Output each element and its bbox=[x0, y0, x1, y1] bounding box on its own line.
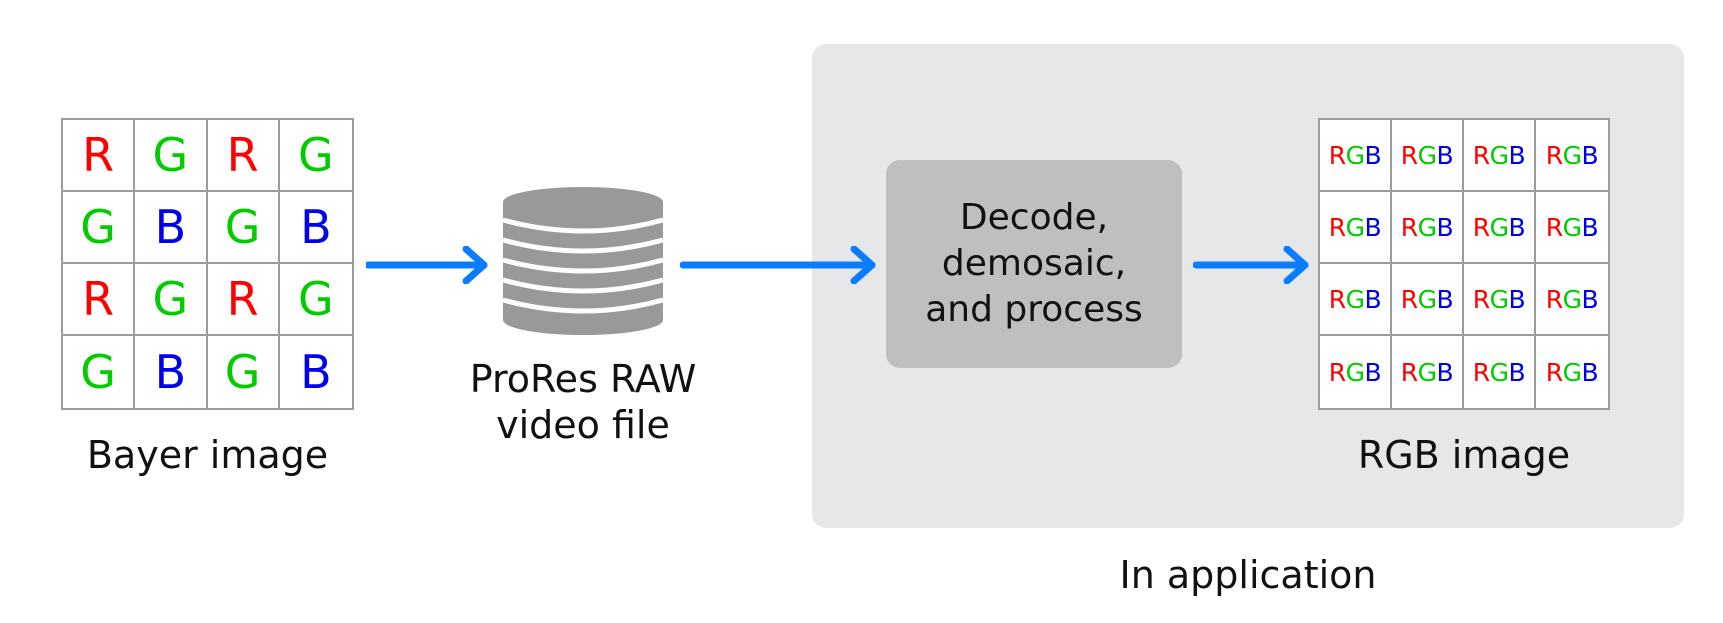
rgb-cell: RGB bbox=[1320, 264, 1392, 336]
bayer-cell: R bbox=[63, 120, 136, 192]
rgb-cell: RGB bbox=[1464, 264, 1536, 336]
bayer-cell: G bbox=[63, 192, 136, 264]
bayer-image-caption: Bayer image bbox=[86, 433, 329, 477]
in-application-label: In application bbox=[1119, 553, 1377, 597]
rgb-cell-text: RGB bbox=[1545, 357, 1599, 387]
rgb-cell-text: RGB bbox=[1545, 284, 1599, 314]
rgb-cell-text: RGB bbox=[1472, 357, 1526, 387]
rgb-cell-text: RGB bbox=[1472, 140, 1526, 170]
rgb-cell-text: RGB bbox=[1472, 212, 1526, 242]
rgb-cell-text: RGB bbox=[1545, 140, 1599, 170]
rgb-cell-text: RGB bbox=[1400, 212, 1454, 242]
rgb-cell: RGB bbox=[1320, 336, 1392, 408]
prores-file-caption-line2: video file bbox=[496, 403, 670, 447]
rgb-image-caption: RGB image bbox=[1357, 433, 1571, 477]
rgb-cell-text: RGB bbox=[1328, 212, 1382, 242]
bayer-cell: G bbox=[279, 264, 352, 336]
arrow-right-icon bbox=[366, 246, 488, 284]
bayer-cell: B bbox=[279, 192, 352, 264]
rgb-cell: RGB bbox=[1392, 120, 1464, 192]
bayer-cell: G bbox=[135, 120, 208, 192]
bayer-cell: B bbox=[135, 192, 208, 264]
rgb-cell: RGB bbox=[1464, 120, 1536, 192]
rgb-cell-text: RGB bbox=[1400, 357, 1454, 387]
bayer-cell: R bbox=[207, 264, 280, 336]
bayer-cell: G bbox=[63, 336, 136, 408]
rgb-cell: RGB bbox=[1536, 264, 1608, 336]
bayer-image-grid: R G R G G B G B R G R G G B G B bbox=[61, 118, 354, 410]
rgb-cell-text: RGB bbox=[1400, 140, 1454, 170]
bayer-cell: G bbox=[135, 264, 208, 336]
rgb-cell-text: RGB bbox=[1400, 284, 1454, 314]
arrow-right-icon bbox=[680, 246, 876, 284]
bayer-cell: G bbox=[208, 336, 280, 408]
process-line1: Decode, bbox=[959, 197, 1109, 238]
arrow-right-icon bbox=[1193, 246, 1309, 284]
prores-file-caption-line1: ProRes RAW bbox=[469, 357, 697, 401]
bayer-cell: G bbox=[207, 192, 280, 264]
rgb-cell: RGB bbox=[1536, 120, 1608, 192]
process-line3: and process bbox=[925, 289, 1143, 330]
rgb-cell-text: RGB bbox=[1472, 284, 1526, 314]
bayer-cell: B bbox=[300, 345, 332, 399]
rgb-cell-text: RGB bbox=[1328, 357, 1382, 387]
rgb-cell-text: RGB bbox=[1328, 284, 1382, 314]
rgb-cell-text: RGB bbox=[1545, 212, 1599, 242]
rgb-cell: RGB bbox=[1392, 336, 1464, 408]
rgb-cell: RGB bbox=[1392, 264, 1464, 336]
prores-file-caption: ProRes RAW video file bbox=[452, 356, 714, 448]
process-line2: demosaic, bbox=[941, 243, 1127, 284]
decode-process-box: Decode, demosaic, and process bbox=[886, 160, 1182, 368]
bayer-cell: G bbox=[279, 120, 352, 192]
rgb-cell: RGB bbox=[1464, 336, 1536, 408]
rgb-cell-text: RGB bbox=[1328, 140, 1382, 170]
bayer-cell: B bbox=[135, 336, 208, 408]
bayer-cell: R bbox=[207, 120, 280, 192]
rgb-cell: RGB bbox=[1320, 192, 1392, 264]
bayer-cell: R bbox=[63, 264, 136, 336]
rgb-cell: RGB bbox=[1536, 336, 1608, 408]
rgb-image-grid: RGB RGB RGB RGB RGB RGB RGB RGB RGB RGB RGB RGB RGB R… bbox=[1318, 118, 1610, 410]
rgb-cell: RGB bbox=[1392, 192, 1464, 264]
rgb-cell: RGB bbox=[1536, 192, 1608, 264]
database-icon bbox=[502, 187, 664, 335]
rgb-cell: RGB bbox=[1464, 192, 1536, 264]
rgb-cell: RGB bbox=[1320, 120, 1392, 192]
